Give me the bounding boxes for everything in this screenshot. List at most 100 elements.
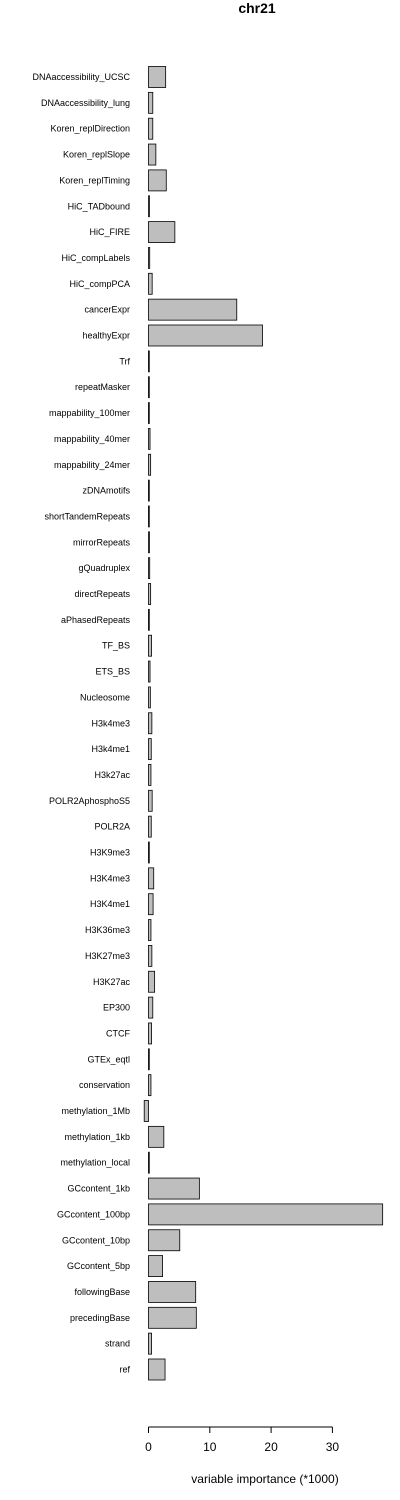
category-label: ETS_BS	[95, 667, 130, 677]
bar-GTEx_eqtl	[148, 1048, 150, 1071]
bar-gQuadruplex	[148, 557, 151, 580]
bar-HiC_TADbound	[148, 195, 150, 218]
category-label: H3K4me1	[90, 899, 130, 909]
category-label: Koren_replSlope	[63, 150, 130, 160]
category-label: H3k4me1	[91, 744, 130, 754]
category-label: methylation_local	[60, 1158, 130, 1168]
category-label: conservation	[79, 1080, 130, 1090]
category-label: GCcontent_5bp	[67, 1261, 130, 1271]
bar-conservation	[148, 1074, 152, 1097]
x-tick-label: 10	[203, 1440, 217, 1454]
category-label: Koren_replDirection	[50, 124, 130, 134]
category-label: TF_BS	[102, 641, 130, 651]
bar-EP300	[148, 996, 154, 1019]
bar-H3K27ac	[148, 970, 156, 993]
x-tick-label: 30	[326, 1440, 340, 1454]
bar-shortTandemRepeats	[148, 505, 150, 528]
x-tick-label: 20	[264, 1440, 278, 1454]
category-label: GCcontent_1kb	[67, 1184, 130, 1194]
bar-ETS_BS	[148, 660, 151, 683]
chart-title: chr21	[238, 0, 276, 16]
category-label: CTCF	[106, 1028, 130, 1038]
bar-methylation_1Mb	[143, 1100, 149, 1122]
category-label: GCcontent_100bp	[57, 1209, 130, 1219]
bar-zDNAmotifs	[148, 479, 150, 502]
bar-Koren_replSlope	[148, 143, 157, 166]
category-label: DNAaccessibility_UCSC	[32, 72, 130, 82]
bar-HiC_FIRE	[148, 221, 176, 244]
category-labels-group: DNAaccessibility_UCSC DNAaccessibility_lu…	[32, 72, 130, 1375]
category-label: H3K36me3	[85, 925, 130, 935]
category-label: healthyExpr	[82, 331, 130, 341]
category-label: HiC_compLabels	[61, 253, 130, 263]
bar-HiC_compLabels	[148, 247, 151, 269]
category-label: H3K4me3	[90, 873, 130, 883]
category-label: H3K27me3	[85, 951, 130, 961]
bars-group	[143, 66, 384, 1381]
bar-Nucleosome	[148, 686, 151, 709]
category-label: Koren_replTiming	[59, 175, 130, 185]
category-label: strand	[105, 1339, 130, 1349]
category-label: EP300	[103, 1003, 130, 1013]
category-label: repeatMasker	[75, 382, 130, 392]
x-axis-label: variable importance (*1000)	[191, 1472, 338, 1486]
category-label: H3K27ac	[93, 977, 131, 987]
category-label: GTEx_eqtl	[87, 1054, 130, 1064]
bar-repeatMasker	[148, 376, 150, 399]
category-label: HiC_compPCA	[69, 279, 130, 289]
bar-Koren_replDirection	[148, 117, 154, 140]
bar-GCcontent_10bp	[148, 1229, 181, 1252]
bar-strand	[148, 1332, 152, 1355]
bar-methylation_local	[148, 1151, 150, 1174]
category-label: methylation_1Mb	[61, 1106, 130, 1116]
bar-POLR2A	[148, 815, 152, 838]
category-label: cancerExpr	[84, 305, 130, 315]
bar-mappability_24mer	[148, 453, 152, 476]
category-label: mirrorRepeats	[73, 537, 131, 547]
category-label: HiC_TADbound	[68, 201, 130, 211]
bar-H3K4me1	[148, 893, 154, 916]
category-label: DNAaccessibility_lung	[41, 98, 130, 108]
bar-aPhasedRepeats	[148, 608, 150, 631]
bar-followingBase	[148, 1281, 197, 1303]
bar-H3K4me3	[148, 867, 155, 890]
category-label: ref	[119, 1365, 130, 1375]
category-label: H3k4me3	[91, 718, 130, 728]
bar-H3k4me3	[148, 712, 153, 735]
bar-HiC_compPCA	[148, 272, 153, 295]
bar-H3K27me3	[148, 945, 153, 967]
bar-GCcontent_5bp	[148, 1255, 163, 1277]
category-label: methylation_1kb	[64, 1132, 130, 1142]
category-label: aPhasedRepeats	[61, 615, 131, 625]
category-label: gQuadruplex	[78, 563, 130, 573]
bar-Trf	[148, 350, 150, 373]
bar-POLR2AphosphoS5	[148, 789, 153, 812]
bar-mirrorRepeats	[148, 531, 150, 554]
category-label: shortTandemRepeats	[44, 511, 130, 521]
bar-H3K36me3	[148, 919, 152, 941]
category-label: directRepeats	[74, 589, 130, 599]
bar-cancerExpr	[148, 298, 238, 321]
bar-ref	[148, 1358, 166, 1381]
bar-mappability_100mer	[148, 402, 150, 424]
category-label: precedingBase	[70, 1313, 130, 1323]
bar-Koren_replTiming	[148, 169, 167, 192]
bar-DNAaccessibility_lung	[148, 91, 154, 114]
bar-healthyExpr	[148, 324, 263, 347]
bar-GCcontent_1kb	[148, 1177, 200, 1200]
bar-precedingBase	[148, 1306, 197, 1329]
category-label: HiC_FIRE	[89, 227, 130, 237]
category-label: Nucleosome	[80, 692, 130, 702]
category-label: GCcontent_10bp	[62, 1235, 130, 1245]
category-label: followingBase	[74, 1287, 130, 1297]
category-label: H3k27ac	[94, 770, 130, 780]
bar-H3k27ac	[148, 764, 152, 786]
bar-DNAaccessibility_UCSC	[148, 66, 167, 88]
bar-directRepeats	[148, 583, 152, 605]
bar-mappability_40mer	[148, 427, 151, 450]
category-label: Trf	[119, 356, 130, 366]
category-label: POLR2AphosphoS5	[49, 796, 130, 806]
bar-methylation_1kb	[148, 1125, 165, 1148]
